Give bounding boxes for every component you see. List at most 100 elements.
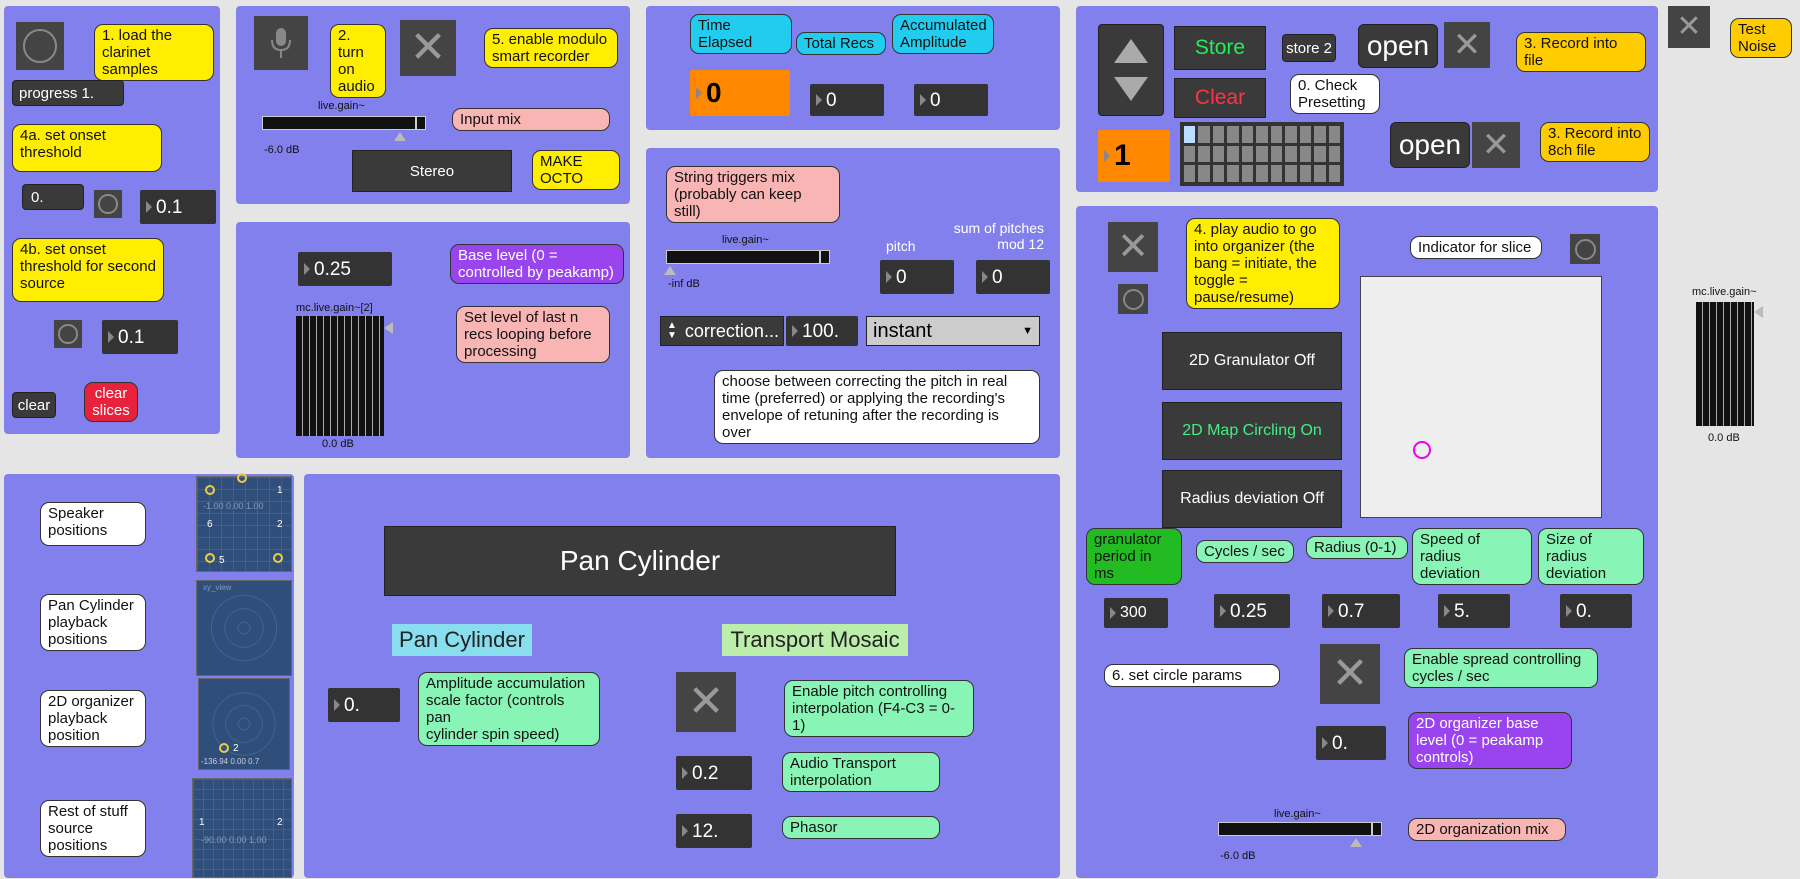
- base-level-number[interactable]: 0.25: [298, 252, 392, 286]
- onset-field[interactable]: 0.: [22, 184, 84, 210]
- input-gain-slider[interactable]: [262, 116, 426, 130]
- onset-4b-bubble: 4b. set onset threshold for second sourc…: [12, 238, 164, 302]
- audio-transport-number[interactable]: 0.2: [676, 756, 752, 790]
- org-gain-slider[interactable]: [1218, 822, 1382, 836]
- radius-number[interactable]: 0.7: [1322, 594, 1400, 628]
- accum-amp-value: 0: [914, 84, 988, 116]
- accum-amp-label: Accumulated Amplitude: [892, 14, 994, 54]
- clear-slices-bubble: clear slices: [84, 382, 138, 422]
- mc-gain-handle[interactable]: [384, 322, 393, 334]
- input-gain-db: -6.0 dB: [264, 144, 300, 156]
- org-gain-handle[interactable]: [1350, 838, 1362, 847]
- test-noise-toggle[interactable]: ✕: [1668, 6, 1710, 48]
- radius-bubble: Radius (0-1): [1306, 536, 1408, 559]
- record-file-toggle[interactable]: ✕: [1444, 22, 1490, 68]
- sum-pitch-value: 0: [976, 260, 1050, 294]
- granulator-period-number[interactable]: 300: [1104, 598, 1168, 628]
- amp-scale-number[interactable]: 0.: [328, 688, 400, 722]
- organizer-cursor[interactable]: [1413, 441, 1431, 459]
- base-level-bubble: Base level (0 = controlled by peakamp): [450, 244, 624, 284]
- rest-positions-bubble: Rest of stuff source positions: [40, 800, 146, 857]
- string-triggers-bubble: String triggers mix (probably can keep s…: [666, 166, 840, 223]
- mc-gain-meter[interactable]: [296, 316, 384, 436]
- clear-button[interactable]: clear: [12, 392, 56, 418]
- indicator-slice-bubble: Indicator for slice: [1410, 236, 1542, 259]
- audio-transport-bubble: Audio Transport interpolation: [782, 752, 940, 792]
- record-file-bubble: 3. Record into file: [1516, 32, 1646, 72]
- arrow-up-icon: [1114, 39, 1148, 63]
- onset-4a-bubble: 4a. set onset threshold: [12, 124, 162, 172]
- load-clarinet-bubble: 1. load the clarinet samples: [94, 24, 214, 81]
- phasor-number[interactable]: 12.: [676, 814, 752, 848]
- speaker-positions-map[interactable]: -1.00 0.00 1.00 1 2 6 5: [196, 473, 292, 572]
- string-gain-handle[interactable]: [664, 266, 676, 275]
- pitch-label: pitch: [886, 238, 916, 254]
- turn-on-audio-button[interactable]: [254, 16, 308, 70]
- store-button[interactable]: Store: [1174, 26, 1266, 70]
- onset-toggle[interactable]: [94, 190, 122, 218]
- mc-gain-2-handle[interactable]: [1754, 306, 1763, 318]
- enable-pitch-bubble: Enable pitch controlling interpolation (…: [784, 680, 974, 737]
- modulo-recorder-toggle[interactable]: ✕: [400, 20, 456, 76]
- amp-scale-bubble: Amplitude accumulation scale factor (con…: [418, 672, 600, 746]
- input-gain-handle[interactable]: [394, 132, 406, 141]
- onset2-number[interactable]: 0.1: [102, 320, 178, 354]
- string-gain-db: -inf dB: [668, 278, 700, 290]
- organizer-position-map[interactable]: 2 -136.94 0.00 0.7: [198, 678, 290, 770]
- organizer-bang[interactable]: ✕: [1108, 222, 1158, 272]
- granulator-off-button[interactable]: 2D Granulator Off: [1162, 332, 1342, 390]
- radius-deviation-button[interactable]: Radius deviation Off: [1162, 470, 1342, 528]
- preset-arrows[interactable]: [1098, 24, 1164, 116]
- total-recs-label: Total Recs: [796, 32, 886, 55]
- rest-ticks: -90.00 0.00 1.00: [201, 835, 267, 845]
- total-recs-value: 0: [810, 84, 884, 116]
- chevron-down-icon: ▼: [1022, 325, 1033, 337]
- input-mix-bubble: Input mix: [452, 108, 610, 131]
- correction-label: correction...: [684, 320, 779, 341]
- mc-gain-meter-2[interactable]: [1696, 302, 1754, 426]
- org-map-ticks: -136.94 0.00 0.7: [201, 757, 260, 766]
- enable-pitch-toggle[interactable]: ✕: [676, 672, 736, 732]
- organizer-toggle[interactable]: [1118, 284, 1148, 314]
- set-level-bubble: Set level of last n recs looping before …: [456, 306, 610, 363]
- stereo-button[interactable]: Stereo: [352, 150, 512, 192]
- open-8ch-button[interactable]: open: [1390, 122, 1470, 168]
- xy-view-label: xy_view: [203, 583, 232, 592]
- organizer-xy-pad[interactable]: [1360, 276, 1602, 518]
- preset-grid[interactable]: [1180, 122, 1344, 186]
- load-samples-toggle[interactable]: [16, 22, 64, 70]
- phasor-bubble: Phasor: [782, 816, 940, 839]
- rest-positions-map[interactable]: 1 2 -90.00 0.00 1.00: [192, 778, 292, 878]
- preset-number[interactable]: 1: [1098, 130, 1170, 182]
- correction-menu[interactable]: ▲▼correction...: [660, 316, 784, 346]
- enable-spread-toggle[interactable]: ✕: [1320, 644, 1380, 704]
- speed-radius-number[interactable]: 5.: [1438, 594, 1510, 628]
- turn-on-audio-bubble: 2. turn on audio: [330, 24, 386, 98]
- mc-gain-2-db: 0.0 dB: [1708, 432, 1740, 444]
- open-file-button[interactable]: open: [1358, 24, 1438, 68]
- arrow-down-icon: [1114, 77, 1148, 101]
- org-gain-label: live.gain~: [1274, 808, 1321, 820]
- cycles-sec-bubble: Cycles / sec: [1196, 540, 1294, 563]
- mc-live-gain-label: mc.live.gain~[2]: [296, 302, 373, 314]
- pan-cylinder-positions-map[interactable]: xy_view: [196, 580, 292, 676]
- instant-dropdown[interactable]: instant▼: [866, 316, 1040, 346]
- size-radius-number[interactable]: 0.: [1560, 594, 1632, 628]
- record-8ch-toggle[interactable]: ✕: [1472, 122, 1520, 168]
- clear-preset-button[interactable]: Clear: [1174, 78, 1266, 118]
- indicator-slice-toggle[interactable]: [1570, 234, 1600, 264]
- onset2-toggle[interactable]: [54, 320, 82, 348]
- cycles-sec-number[interactable]: 0.25: [1214, 594, 1290, 628]
- org-base-number[interactable]: 0.: [1316, 726, 1386, 760]
- time-elapsed-value: 0: [690, 70, 790, 116]
- speaker-1: 1: [277, 485, 283, 496]
- onset-number[interactable]: 0.1: [140, 190, 216, 224]
- map-circling-button[interactable]: 2D Map Circling On: [1162, 402, 1342, 460]
- correction-number[interactable]: 100.: [786, 316, 858, 346]
- org-gain-db: -6.0 dB: [1220, 850, 1256, 862]
- make-octo-bubble: MAKE OCTO: [532, 150, 620, 190]
- pan-cylinder-button[interactable]: Pan Cylinder: [384, 526, 896, 596]
- microphone-icon: [271, 28, 291, 58]
- string-gain-slider[interactable]: [666, 250, 830, 264]
- record-8ch-bubble: 3. Record into 8ch file: [1540, 122, 1650, 162]
